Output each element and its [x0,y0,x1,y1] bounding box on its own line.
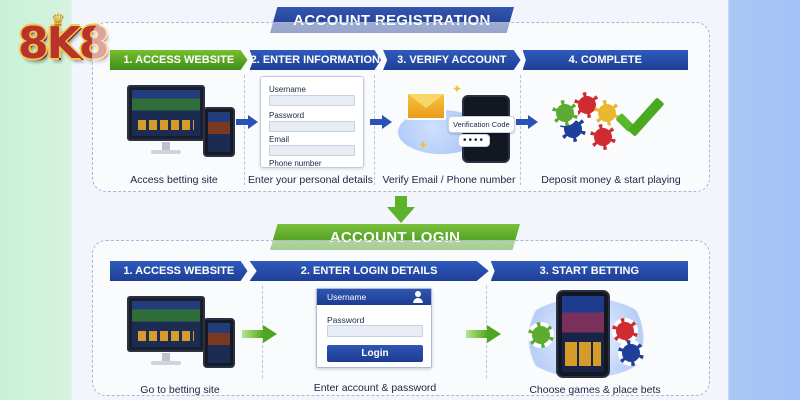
casino-chip-icon [618,340,644,366]
form-label-email: Email [269,135,290,144]
form-label-username: Username [269,85,306,94]
password-field[interactable] [269,121,355,132]
login-caption-2: Enter account & password [313,382,437,394]
registration-form-panel: Username Password Email Phone number [260,76,364,168]
reg-step-2-label: 2. ENTER INFORMATION [250,54,380,66]
desktop-monitor-image [127,85,205,141]
reg-caption-4: Deposit money & start playing [541,174,681,186]
login-password-field[interactable] [327,325,423,337]
casino-chip-icon [612,318,638,344]
login-step-2: 2. ENTER LOGIN DETAILS [249,261,489,281]
form-label-phone: Phone number [269,159,322,168]
verification-pin: •••• [458,134,491,147]
form-label-password: Password [269,111,305,120]
tablet-image [203,318,235,368]
mobile-game-image [556,290,610,378]
username-field[interactable] [269,95,355,106]
sparkle-icon: ✦ [418,138,429,152]
login-button[interactable]: Login [327,345,423,362]
sparkle-icon: ✦ [452,82,463,96]
reg-caption-2: Enter your personal details [248,174,373,186]
reg-step-4: 4. COMPLETE [522,50,688,70]
casino-chip-icon [552,100,578,126]
reg-step-3: 3. VERIFY ACCOUNT [383,50,521,70]
checkmark-icon [612,100,666,140]
login-step-1-label: 1. ACCESS WEBSITE [123,265,235,277]
login-password-label: Password [327,315,365,325]
reg-step-1-label: 1. ACCESS WEBSITE [123,54,235,66]
monitor-stand [151,142,181,154]
casino-chip-icon [528,322,554,348]
arrow-right-icon [236,115,258,129]
login-step-1: 1. ACCESS WEBSITE [110,261,248,281]
login-username-label: Username [327,292,367,302]
email-field[interactable] [269,145,355,156]
login-stepbar: 1. ACCESS WEBSITE 2. ENTER LOGIN DETAILS… [110,261,690,281]
reg-caption-1: Access betting site [130,174,218,186]
login-panel-header: Username [317,289,431,305]
reg-step-1: 1. ACCESS WEBSITE [110,50,248,70]
login-step-3-label: 3. START BETTING [539,265,640,277]
arrow-right-icon [370,115,392,129]
desktop-monitor-image [127,296,205,352]
divider [244,75,245,185]
reg-step-2: 2. ENTER INFORMATION [249,50,382,70]
arrow-right-icon [242,325,278,343]
reg-step-4-label: 4. COMPLETE [568,54,642,66]
login-caption-3: Choose games & place bets [529,384,661,396]
login-step-2-label: 2. ENTER LOGIN DETAILS [300,265,438,277]
reg-caption-3: Verify Email / Phone number [382,174,516,186]
login-form-panel: Username Password Login [316,288,432,368]
verification-code-label: Verification Code [448,116,515,133]
crown-icon: ♛ [51,10,66,29]
reg-step-3-label: 3. VERIFY ACCOUNT [397,54,507,66]
envelope-icon [406,92,446,120]
login-caption-1: Go to betting site [140,384,220,396]
user-icon [413,291,423,303]
divider [374,75,375,185]
arrow-down-icon [387,196,415,224]
arrow-right-icon [466,325,502,343]
tablet-image [203,107,235,157]
divider [520,75,521,185]
monitor-stand [151,353,181,365]
registration-stepbar: 1. ACCESS WEBSITE 2. ENTER INFORMATION 3… [110,50,690,70]
login-step-3: 3. START BETTING [490,261,688,281]
arrow-right-icon [516,115,538,129]
